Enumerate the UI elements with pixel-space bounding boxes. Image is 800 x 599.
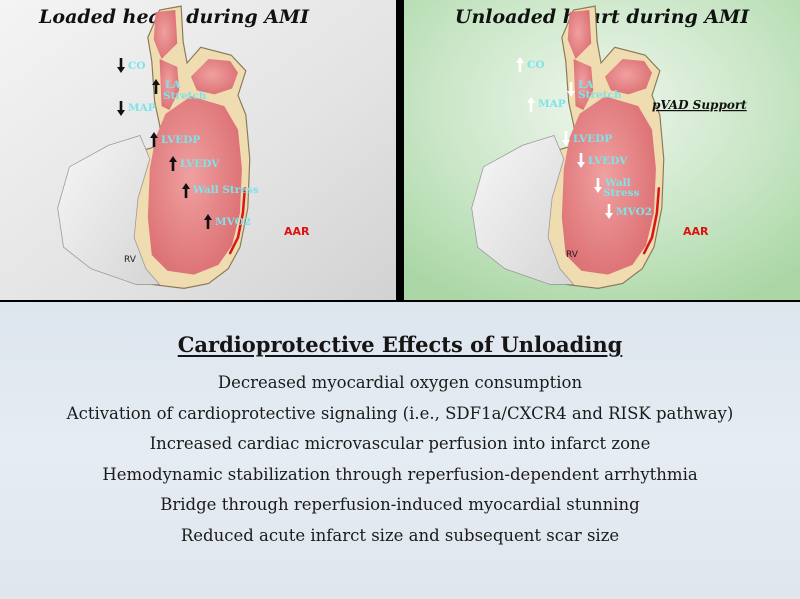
effects-panel: Cardioprotective Effects of Unloading De… [0, 302, 800, 599]
pvad-support-label: pVAD Support [652, 98, 747, 112]
left-label-mvo2: MVO2 [215, 216, 251, 228]
left-rv-label: RV [124, 255, 137, 265]
right-label-lvedv: LVEDV [588, 155, 628, 167]
effect-item: Reduced acute infarct size and subsequen… [180, 525, 620, 545]
left-label-lvedv: LVEDV [180, 158, 220, 170]
left-label-map: MAP [128, 102, 156, 114]
right-label-mvo2: MVO2 [616, 206, 652, 218]
right-label-co: CO [527, 59, 545, 71]
effect-item: Hemodynamic stabilization through reperf… [102, 464, 698, 484]
effects-heading: Cardioprotective Effects of Unloading [177, 332, 623, 357]
right-panel-title: Unloaded heart during AMI [455, 6, 750, 28]
right-aar-label: AAR [683, 225, 709, 238]
left-aar-label: AAR [284, 225, 310, 238]
right-label-wall: Wall [604, 177, 631, 189]
right-label-stretch: Stretch [578, 89, 622, 101]
left-label-stretch: Stretch [163, 90, 207, 102]
left-label-co: CO [128, 60, 146, 72]
effects-list: Decreased myocardial oxygen consumption … [0, 368, 800, 552]
left-label-lvedp: LVEDP [161, 134, 200, 146]
right-label-stress: Stress [603, 187, 640, 199]
right-label-la: LA [578, 79, 594, 91]
left-label-la: LA [165, 79, 181, 91]
right-labels: CO MAP LA Stretch LVEDP LVEDV Wall Stres… [527, 59, 652, 218]
effect-item: Activation of cardioprotective signaling… [66, 403, 734, 423]
left-label-wall-stress: Wall Stress [192, 184, 259, 196]
left-labels: CO MAP LA Stretch LVEDP LVEDV Wall Stres… [128, 60, 259, 228]
effect-item: Decreased myocardial oxygen consumption [217, 373, 583, 392]
effect-item: Increased cardiac microvascular perfusio… [149, 434, 651, 454]
right-label-map: MAP [538, 98, 566, 110]
effect-item: Bridge through reperfusion-induced myoca… [160, 495, 640, 515]
right-label-lvedp: LVEDP [573, 133, 612, 145]
right-rv-label: RV [566, 250, 579, 260]
